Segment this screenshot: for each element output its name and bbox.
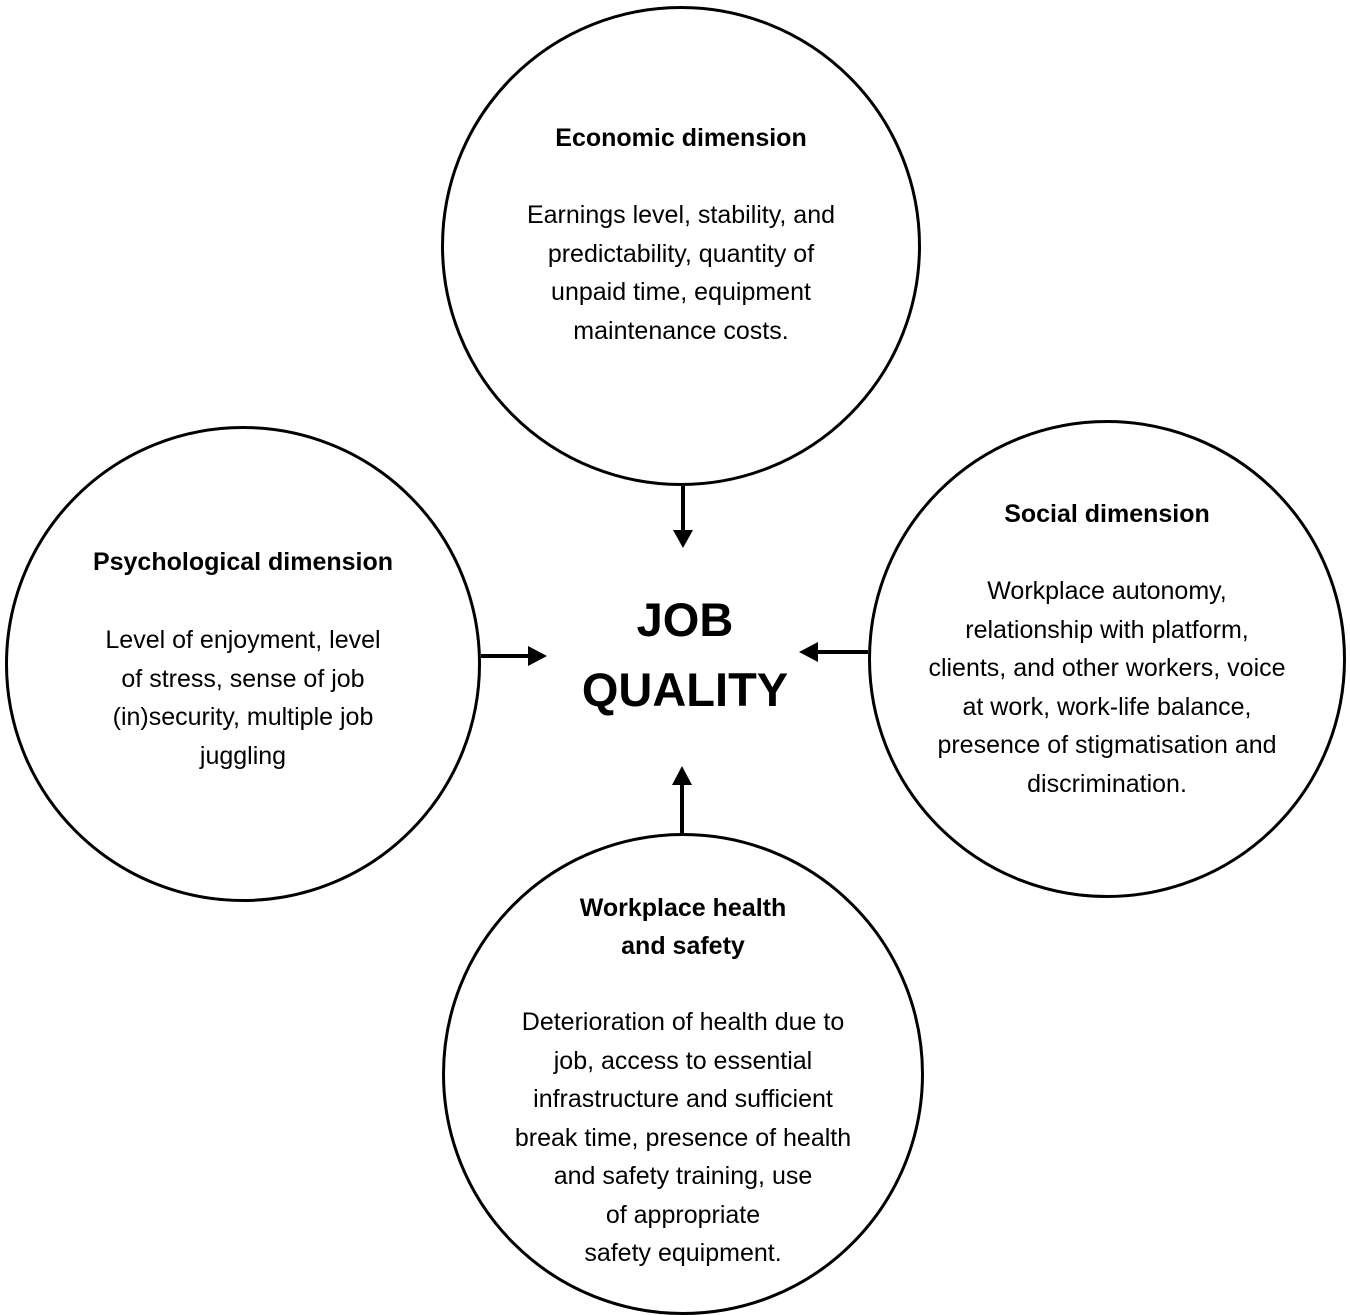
psychological-dimension-title: Psychological dimension (92, 548, 394, 576)
arrow-social-to-center (799, 642, 868, 662)
arrow-economic-to-center (673, 486, 693, 548)
arrow-psychological-to-center (481, 646, 547, 666)
economic-dimension-text: Earnings level, stability, and predictab… (526, 201, 836, 345)
social-dimension-text: Workplace autonomy, relationship with pl… (928, 577, 1286, 798)
health-safety-title: Workplace health and safety (579, 894, 787, 960)
arrow-health-to-center (672, 766, 692, 833)
social-dimension-title: Social dimension (1004, 500, 1210, 528)
psychological-dimension-text: Level of enjoyment, level of stress, sen… (105, 626, 381, 770)
economic-dimension-node: Economic dimension Earnings level, stabi… (441, 6, 921, 486)
health-safety-text: Deterioration of health due to job, acce… (514, 1008, 852, 1267)
economic-dimension-title: Economic dimension (555, 124, 807, 152)
psychological-dimension-node: Psychological dimension Level of enjoyme… (5, 426, 481, 902)
social-dimension-node: Social dimension Workplace autonomy, rel… (868, 420, 1346, 898)
job-quality-label: JOB QUALITY (581, 593, 789, 716)
health-safety-node: Workplace health and safety Deterioratio… (442, 833, 924, 1315)
